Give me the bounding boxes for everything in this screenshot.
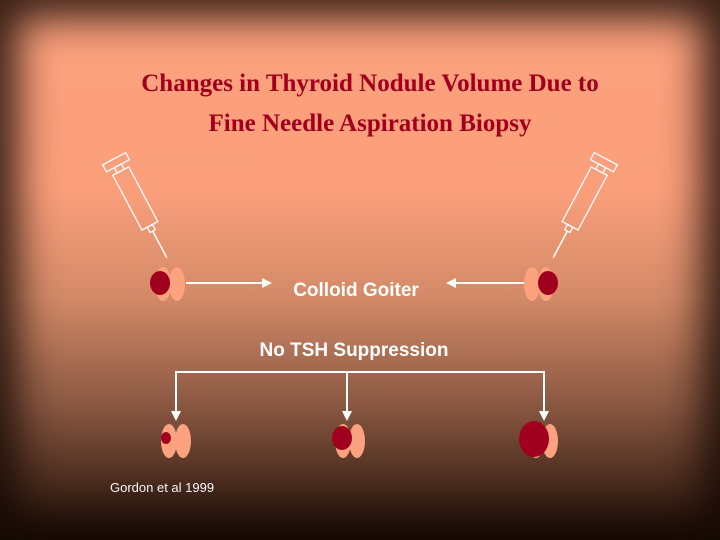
right-nodule	[538, 271, 558, 295]
right-syringe-icon	[541, 151, 619, 265]
no-tsh-suppression-label: No TSH Suppression	[260, 340, 449, 361]
left-syringe-icon	[101, 151, 179, 265]
outcome-increased	[519, 421, 558, 458]
outcome-unchanged	[332, 424, 365, 458]
branch-lines	[171, 371, 549, 421]
title-line-2: Fine Needle Aspiration Biopsy	[209, 110, 532, 137]
outcome-decreased	[161, 424, 191, 458]
left-nodule	[150, 271, 170, 295]
title-line-1: Changes in Thyroid Nodule Volume Due to	[141, 70, 599, 97]
citation: Gordon et al 1999	[110, 480, 214, 495]
colloid-goiter-label: Colloid Goiter	[293, 280, 419, 301]
